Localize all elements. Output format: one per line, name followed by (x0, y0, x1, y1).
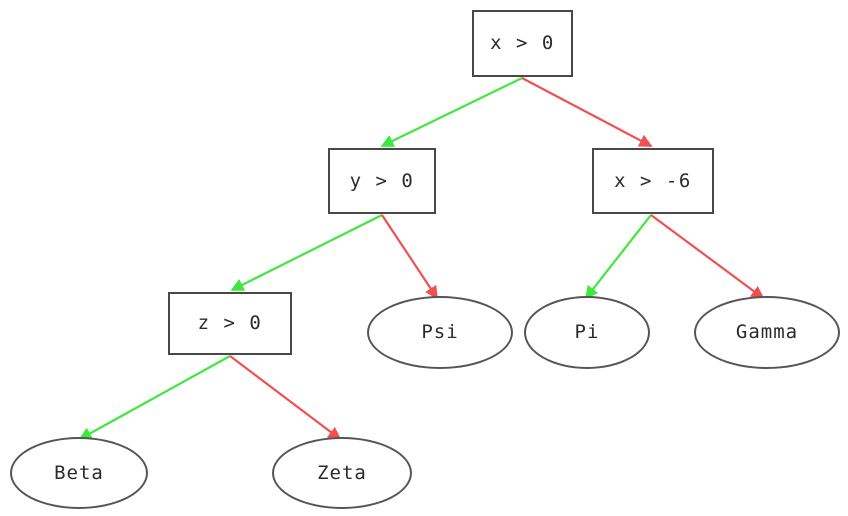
leaf-node-gamma[interactable]: Gamma (694, 296, 840, 369)
leaf-node-pi[interactable]: Pi (524, 296, 650, 369)
edge-x_gt_m6-to-pi (584, 214, 652, 300)
node-label-psi: Psi (421, 321, 459, 343)
decision-node-root[interactable]: x > 0 (472, 10, 573, 77)
leaf-node-psi[interactable]: Psi (367, 296, 513, 369)
node-label-pi: Pi (574, 321, 600, 343)
edge-z_gt_0-to-zeta (229, 355, 342, 441)
node-label-z_gt_0: z > 0 (197, 312, 263, 334)
node-label-x_gt_m6: x > -6 (614, 169, 692, 192)
leaf-node-zeta[interactable]: Zeta (272, 437, 412, 509)
edges-group (78, 77, 765, 441)
edge-root-to-y_gt_0 (380, 77, 523, 147)
edge-y_gt_0-to-psi (381, 214, 438, 300)
edge-x_gt_m6-to-gamma (650, 214, 765, 300)
decision-node-x_gt_m6[interactable]: x > -6 (592, 148, 714, 214)
node-label-beta: Beta (54, 461, 104, 484)
edge-root-to-x_gt_m6 (521, 77, 653, 147)
leaf-node-beta[interactable]: Beta (10, 437, 148, 509)
decision-node-z_gt_0[interactable]: z > 0 (168, 292, 292, 355)
edge-z_gt_0-to-beta (78, 355, 231, 440)
node-label-y_gt_0: y > 0 (349, 169, 415, 192)
edge-y_gt_0-to-z_gt_0 (230, 214, 383, 291)
node-label-gamma: Gamma (735, 321, 799, 343)
node-label-zeta: Zeta (317, 461, 367, 484)
node-label-root: x > 0 (490, 32, 555, 54)
decision-node-y_gt_0[interactable]: y > 0 (328, 148, 436, 214)
